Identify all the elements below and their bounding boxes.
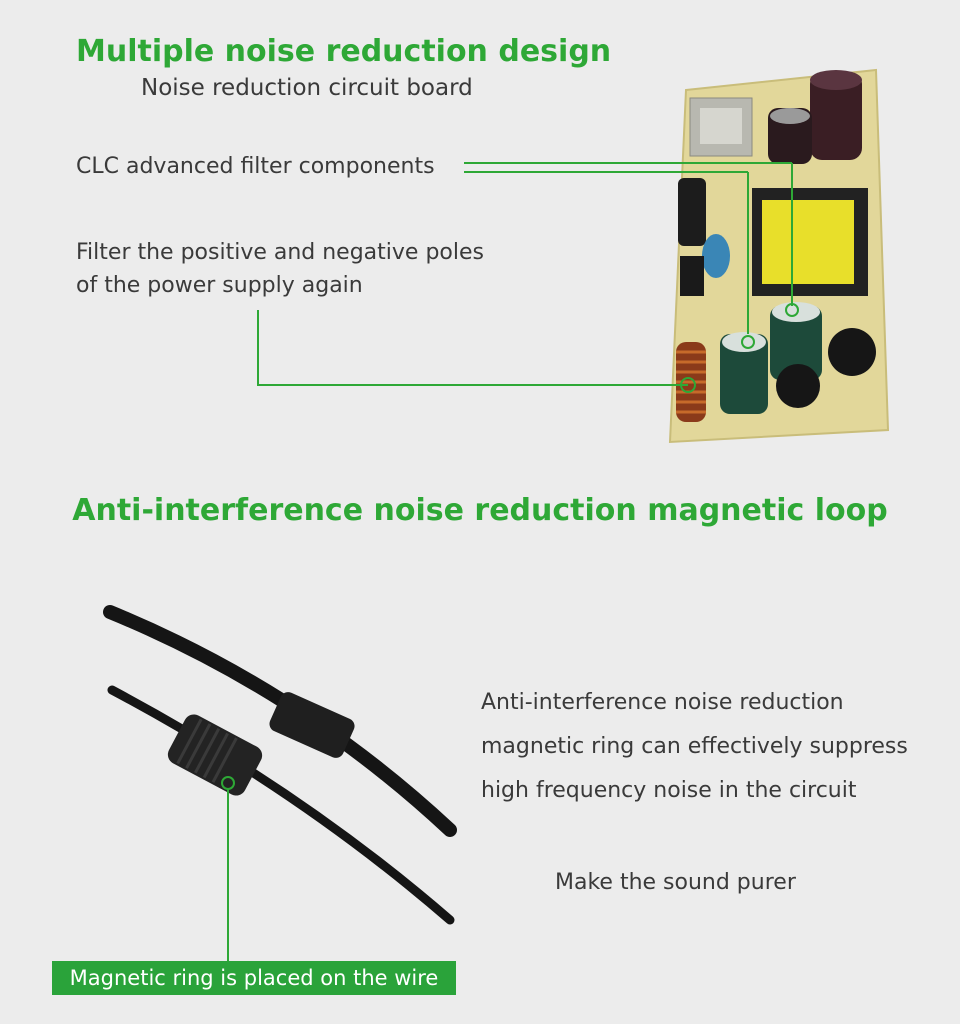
section2-title: Anti-interference noise reduction magnet… <box>72 493 888 528</box>
tagline: Make the sound purer <box>555 870 796 895</box>
callout-clc-label: CLC advanced filter components <box>76 154 435 179</box>
section1-title: Multiple noise reduction design <box>76 34 612 69</box>
ring-description-line3: high frequency noise in the circuit <box>481 778 857 803</box>
ring-description-line2: magnetic ring can effectively suppress <box>481 734 908 759</box>
section1-subtitle: Noise reduction circuit board <box>141 75 473 101</box>
magnetic-ring <box>167 714 263 796</box>
callout-filter-label-line2: of the power supply again <box>76 273 363 298</box>
ring-description-line1: Anti-interference noise reduction <box>481 690 844 715</box>
callout-filter-label-line1: Filter the positive and negative poles <box>76 240 484 265</box>
magnetic-ring-badge: Magnetic ring is placed on the wire <box>52 961 456 995</box>
